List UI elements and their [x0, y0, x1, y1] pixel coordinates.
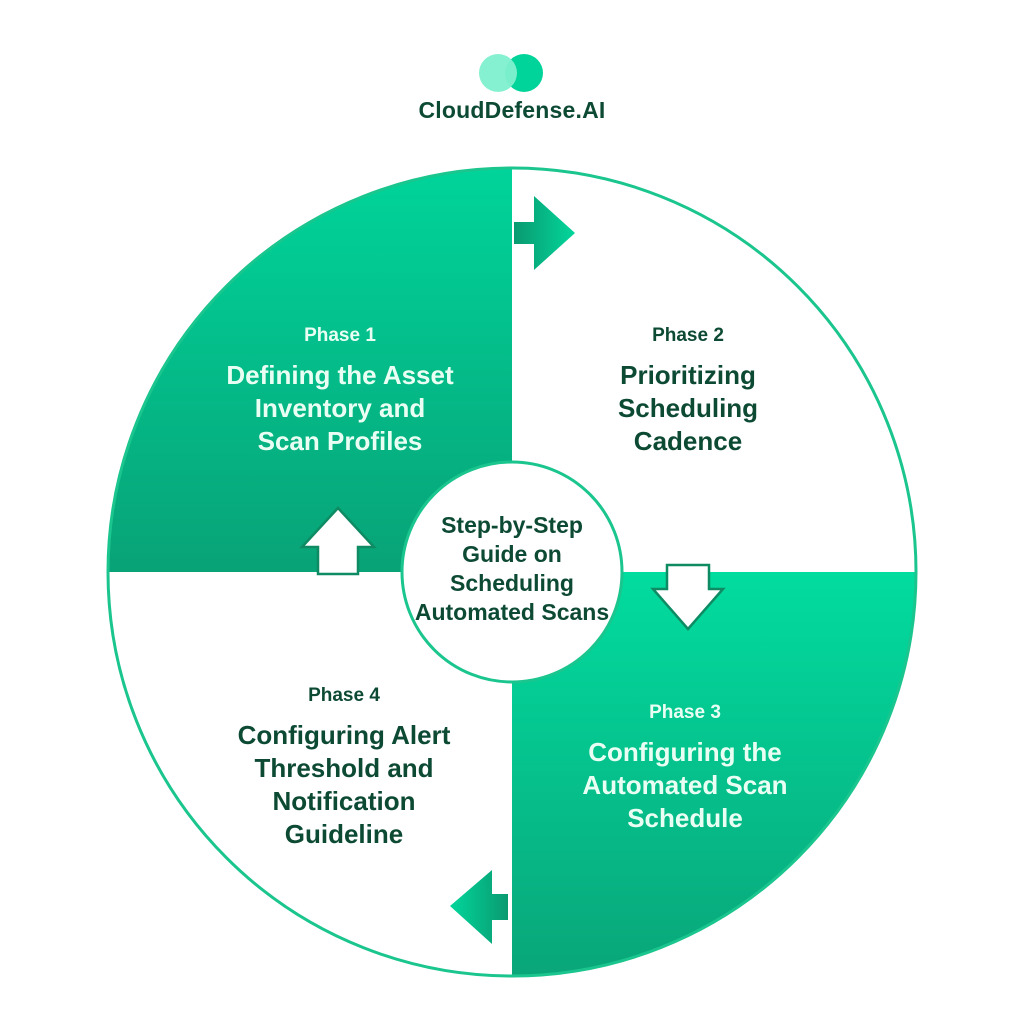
phase-1-quadrant [108, 168, 512, 572]
arrow-left-icon [450, 870, 508, 944]
phase-2-label: Phase 2 [652, 325, 724, 346]
center-hub [400, 460, 624, 684]
phase-3-label: Phase 3 [649, 702, 721, 723]
cloud-logo-icon [479, 54, 543, 92]
phase-2-quadrant [512, 168, 916, 572]
phase-3-block: Phase 3 Configuring the Automated Scan S… [535, 702, 835, 835]
phase-4-label: Phase 4 [308, 685, 380, 706]
phase-4-quadrant [108, 572, 512, 976]
arrow-right-icon [514, 196, 575, 270]
phase-2-block: Phase 2 Prioritizing Scheduling Cadence [538, 325, 838, 458]
phase-1-label: Phase 1 [304, 325, 376, 346]
phase-1-block: Phase 1 Defining the Asset Inventory and… [190, 325, 490, 458]
arrow-down-icon [650, 563, 726, 631]
center-title: Step-by-Step Guide on Scheduling Automat… [414, 512, 610, 625]
phase-2-title: Prioritizing Scheduling Cadence [617, 360, 759, 456]
phase-4-title: Configuring Alert Threshold and Notifica… [237, 720, 451, 849]
phase-4-block: Phase 4 Configuring Alert Threshold and … [194, 685, 494, 851]
arrow-up-icon [299, 506, 377, 576]
phase-3-title: Configuring the Automated Scan Schedule [582, 737, 788, 833]
phase-3-quadrant [512, 572, 916, 976]
brand-name: CloudDefense.AI [418, 97, 606, 123]
outer-ring [106, 166, 918, 978]
phase-1-title: Defining the Asset Inventory and Scan Pr… [226, 360, 454, 456]
